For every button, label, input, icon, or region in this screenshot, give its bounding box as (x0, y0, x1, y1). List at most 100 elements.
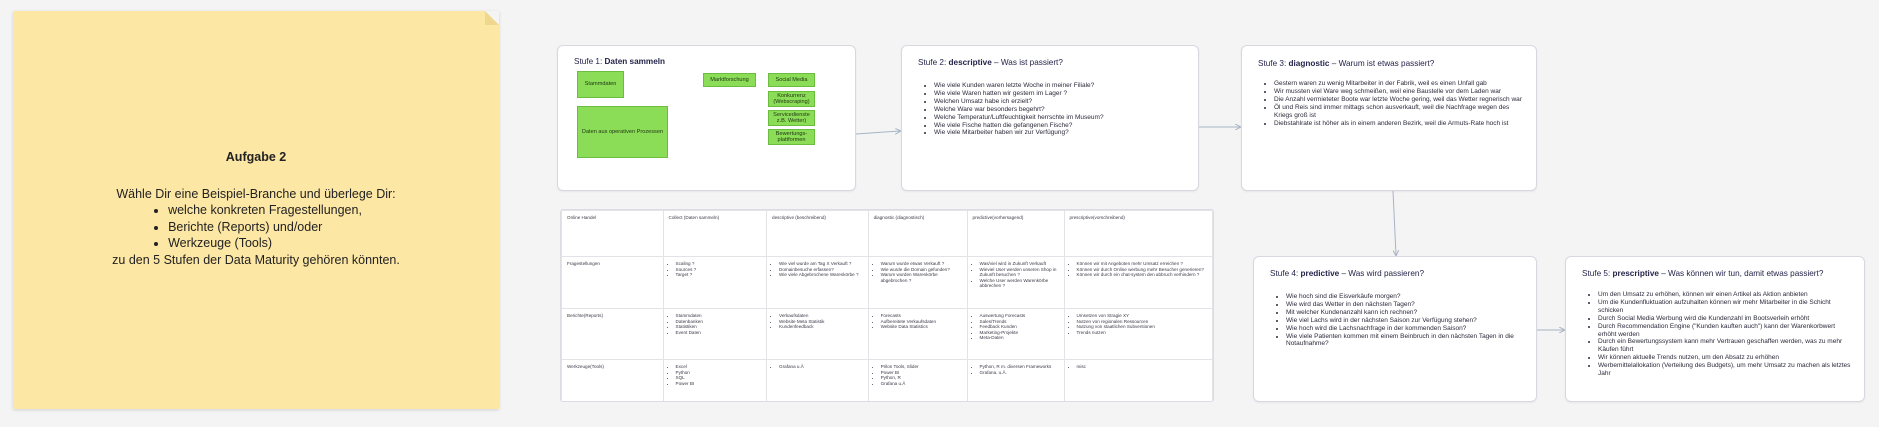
cell-item: Sources ? (676, 267, 762, 273)
cell-item: Meta-Daten (980, 335, 1059, 341)
stage-5-title: Stufe 5: prescriptive – Was können wir t… (1582, 269, 1824, 278)
cell-item: Sales/Trends (980, 319, 1059, 325)
sticky-outro: zu den 5 Stufen der Data Maturity gehöre… (112, 252, 400, 267)
cell-item: Website Meta Statistik (779, 319, 863, 325)
list-item: Wir mussten viel Ware weg schmeißen, wei… (1274, 88, 1526, 96)
row-label: Fragestellungen (561, 256, 664, 309)
sticky-title: Aufgabe 2 (225, 150, 287, 164)
table-cell: misc (1063, 359, 1213, 401)
stage-3-list: Gestern waren zu wenig Mitarbeiter in de… (1258, 80, 1526, 127)
cell-item: Power BI (676, 381, 762, 387)
cell-item: Feedback Kunden (980, 324, 1059, 330)
cell-item: Wieviel User werden unseren Shop in Zuku… (980, 267, 1059, 278)
cell-item: Grafana u.Ä (881, 381, 962, 387)
cell-item: Stammdaten (676, 313, 762, 319)
cell-item: Können wir mit Angeboten mehr Umsatz err… (1077, 261, 1207, 267)
data-maturity-table[interactable]: Online Handel Collect (Daten sammeln) de… (560, 209, 1214, 402)
cell-item: Python (676, 370, 762, 376)
list-item: Durch ein Bewertungssystem kann mehr Ver… (1598, 338, 1854, 354)
sticky-content: Aufgabe 2 Wähle Dir eine Beispiel-Branch… (13, 149, 499, 268)
list-item: Gestern waren zu wenig Mitarbeiter in de… (1274, 80, 1526, 88)
stage-1-title: Stufe 1: Daten sammeln (574, 57, 666, 66)
table-cell: ExcelPythonSQLPower BI (662, 359, 768, 401)
cell-item: Grafana u.Ä (779, 364, 863, 370)
cell-item: Python, R m. diversen Frameworks (980, 364, 1059, 370)
cell-item: Auswertung Forecasts (980, 313, 1059, 319)
box-stammdaten[interactable]: Stammdaten (577, 71, 624, 98)
table-cell: Können wir mit Angeboten mehr Umsatz err… (1063, 256, 1213, 309)
box-operative-prozesse[interactable]: Daten aus operativen Prozessen (577, 106, 668, 158)
box-bewertungsplattformen[interactable]: Bewertungs-plattformen (768, 129, 815, 145)
task-sticky-note[interactable]: Aufgabe 2 Wähle Dir eine Beispiel-Branch… (13, 11, 499, 409)
cell-item: Marketing-Projekte (980, 330, 1059, 336)
list-item: Durch Recommendation Engine ("Kunden kau… (1598, 323, 1854, 339)
row-label: Berichte(Reports) (561, 308, 664, 360)
list-item: Öl und Reis sind immer mittags schon aus… (1274, 104, 1526, 120)
table-row: Werkzeuge(Tools) ExcelPythonSQLPower BI … (561, 359, 1213, 401)
cell-item: Umsetzen von Stragie XY (1077, 313, 1207, 319)
list-item: Wir können aktuelle Trends nutzen, um de… (1598, 354, 1854, 362)
list-item: Die Anzahl vermieteter Boote war letzte … (1274, 96, 1526, 104)
sticky-item: welche konkreten Fragestellungen, (168, 202, 362, 219)
arrow-3-to-4 (1392, 190, 1396, 255)
stage-2-title: Stufe 2: descriptive – Was ist passiert? (918, 58, 1063, 67)
cell-item: Event Daten (676, 330, 762, 336)
table-cell: Prilon Tools, SliderPower BIPython, RGra… (867, 359, 968, 401)
stage-1-card[interactable]: Stufe 1: Daten sammeln Stammdaten Daten … (557, 45, 856, 191)
list-item: Wie viele Waren hatten wir gestern im La… (934, 90, 1188, 98)
cell-item: Wie wurde die Domain gefunden? (881, 267, 962, 273)
stage-4-list: Wie hoch sind die Eisverkäufe morgen? Wi… (1270, 293, 1526, 348)
list-item: Um die Kundenfluktuation aufzuhalten kön… (1598, 299, 1854, 315)
list-item: Wie wird das Wetter in den nächsten Tage… (1286, 301, 1526, 309)
box-social-media[interactable]: Social Media (768, 73, 815, 87)
list-item: Mit welcher Kundenanzahl kann ich rechne… (1286, 309, 1526, 317)
box-servicedienste[interactable]: Servicedienste z.B. Wetter) (768, 110, 815, 126)
table-header-cell: Collect (Daten sammeln) (662, 210, 768, 257)
cell-item: Nutzen von regionalen Ressourcen (1077, 319, 1207, 325)
cell-item: Power BI (881, 370, 962, 376)
list-item: Werbemittelallokation (Verteilung des Bu… (1598, 362, 1854, 378)
table-cell: Warum wurde etwas Verkauft ?Wie wurde di… (867, 256, 968, 309)
table-cell: StammdatenDatenbankenStatistikenEvent Da… (662, 308, 768, 360)
cell-item: Website Data Statistics (881, 324, 962, 330)
box-konkurrenz[interactable]: Konkurrenz (Webscraping) (768, 91, 815, 107)
stage-2-list: Wie viele Kunden waren letzte Woche in m… (918, 82, 1188, 137)
table-row: Fragestellungen Scaling ?Sources ?Target… (561, 256, 1213, 309)
box-marktforschung[interactable]: Marktforschung (703, 73, 756, 87)
table-header-cell: prescriptive(vorschreibend) (1063, 210, 1213, 257)
cell-item: Grafana. u.Ä. (980, 370, 1059, 376)
stage-5-card[interactable]: Stufe 5: prescriptive – Was können wir t… (1565, 256, 1865, 402)
list-item: Um den Umsatz zu erhöhen, können wir ein… (1598, 291, 1854, 299)
table-header-row: Online Handel Collect (Daten sammeln) de… (561, 210, 1213, 257)
table-header-cell: diagnostic (diagnostisch) (867, 210, 968, 257)
cell-item: Domainbesuche erfassen? (779, 267, 863, 273)
cell-item: Verkaufsdaten (779, 313, 863, 319)
list-item: Wie hoch sind die Eisverkäufe morgen? (1286, 293, 1526, 301)
cell-item: Warum wurde etwas Verkauft ? (881, 261, 962, 267)
table-header-cell: predictive(vorhersagend) (966, 210, 1065, 257)
cell-item: Nutzung von staatlichen Subventionen (1077, 324, 1207, 330)
stage-4-title: Stufe 4: predictive – Was wird passieren… (1270, 269, 1424, 278)
sticky-fold-corner (485, 11, 499, 25)
cell-item: Aufbereitete Verkaufsdaten (881, 319, 962, 325)
cell-item: SQL (676, 375, 762, 381)
sticky-item: Werkzeuge (Tools) (168, 235, 362, 252)
stage-2-card[interactable]: Stufe 2: descriptive – Was ist passiert?… (901, 45, 1199, 191)
cell-item: Forecasts (881, 313, 962, 319)
cell-item: Wie viele Abgebrochene Warenkörbe ? (779, 272, 863, 278)
sticky-item: Berichte (Reports) und/oder (168, 219, 362, 236)
stage-4-card[interactable]: Stufe 4: predictive – Was wird passieren… (1253, 256, 1537, 402)
cell-item: Statistiken (676, 324, 762, 330)
cell-item: Prilon Tools, Slider (881, 364, 962, 370)
cell-item: Wie viel wurde am Tag X Verkauft ? (779, 261, 863, 267)
list-item: Welche Temperatur/Luftfeuchtigkeit herrs… (934, 114, 1188, 122)
table-header-cell: descriptive (beschreibend) (766, 210, 869, 257)
stage-3-card[interactable]: Stufe 3: diagnostic – Warum ist etwas pa… (1241, 45, 1537, 191)
cell-item: Können wir durch Online werbung mehr Bes… (1077, 267, 1207, 273)
table-row: Berichte(Reports) StammdatenDatenbankenS… (561, 308, 1213, 360)
cell-item: misc (1077, 364, 1207, 370)
stage-5-list: Um den Umsatz zu erhöhen, können wir ein… (1582, 291, 1854, 378)
list-item: Wie viel Lachs wird in der nächsten Sais… (1286, 317, 1526, 325)
cell-item: Datenbanken (676, 319, 762, 325)
table-cell: Auswertung ForecastsSales/TrendsFeedback… (966, 308, 1065, 360)
